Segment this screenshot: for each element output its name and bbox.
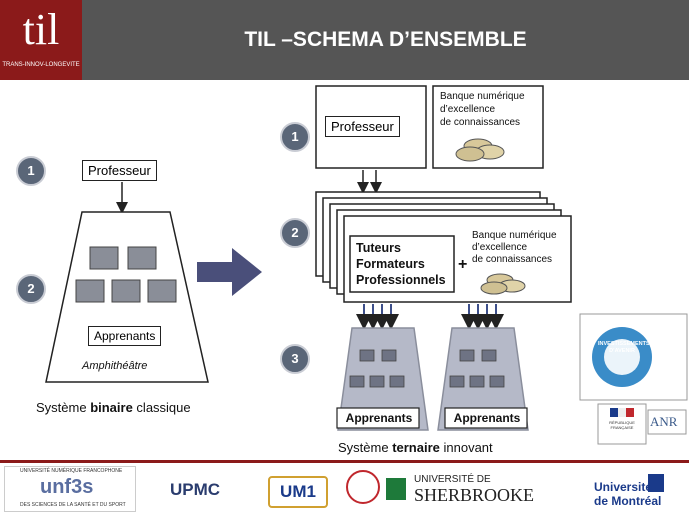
montreal-name: de Montréal <box>594 494 662 508</box>
til-logo <box>0 0 82 80</box>
unf3s-wordmark: unf3s <box>40 476 94 498</box>
group-arrows <box>356 304 504 330</box>
right-professeur-label: Professeur <box>325 116 400 137</box>
sherbrooke-top: UNIVERSITÉ DE <box>414 474 491 485</box>
group-monitors <box>349 349 505 388</box>
monitor-icon <box>75 279 105 303</box>
learner-label-box-b <box>444 407 528 429</box>
mid-disks-icon <box>480 273 526 295</box>
top-bank-frame <box>432 85 544 169</box>
left-caption: Système binaire classique <box>36 400 191 415</box>
header-bar <box>0 0 689 80</box>
apprenants-b-label: Apprenants <box>453 411 521 425</box>
unf3s-title: UNIVERSITÉ NUMÉRIQUE FRANCOPHONE <box>20 468 123 474</box>
left-professeur-label: Professeur <box>82 160 157 181</box>
footer-rule <box>0 460 689 463</box>
plus-sign: + <box>458 256 468 273</box>
transition-arrow-icon <box>197 248 262 296</box>
left-monitors <box>75 246 177 303</box>
tutors-box <box>349 235 455 293</box>
sherbrooke-emblem <box>386 478 406 500</box>
monitor-icon <box>127 246 157 270</box>
right-step-3: 3 <box>280 344 310 374</box>
anr-label: ANR <box>650 414 678 429</box>
monitor-icon <box>147 279 177 303</box>
right-step-1: 1 <box>280 122 310 152</box>
learner-label-box-a <box>336 407 420 429</box>
right-step-2: 2 <box>280 218 310 248</box>
um1-logo: UM1 <box>268 476 328 508</box>
diagram-canvas <box>45 85 688 445</box>
montreal-top: Université <box>594 480 653 494</box>
apprenants-a-label: Apprenants <box>345 411 413 425</box>
sherbrooke-name: SHERBROOKE <box>414 485 535 505</box>
unf3s-logo <box>4 466 136 512</box>
seal-logo <box>346 470 380 504</box>
monitor-icon <box>111 279 141 303</box>
montreal-emblem <box>648 474 664 492</box>
anr-badge <box>647 409 687 435</box>
top-disks-icon <box>455 138 505 162</box>
slide-title: TIL –SCHEMA D’ENSEMBLE <box>244 28 527 51</box>
til-logo-tagline: TRANS-INNOV-LONGEVITE <box>2 62 80 68</box>
upmc-logo: UPMC <box>170 480 221 499</box>
right-caption: Système ternaire innovant <box>338 440 493 455</box>
left-step-1: 1 <box>16 156 46 186</box>
amphitheatre-label: Amphithéâtre <box>82 360 148 372</box>
monitor-icon <box>89 246 119 270</box>
left-apprenants-label: Apprenants <box>88 326 162 346</box>
unf3s-subtitle: DES SCIENCES DE LA SANTÉ ET DU SPORT <box>20 502 126 508</box>
til-logo-mark: til <box>22 5 60 54</box>
left-step-2: 2 <box>16 274 46 304</box>
rf-label: RÉPUBLIQUE FRANÇAISE <box>609 420 635 430</box>
